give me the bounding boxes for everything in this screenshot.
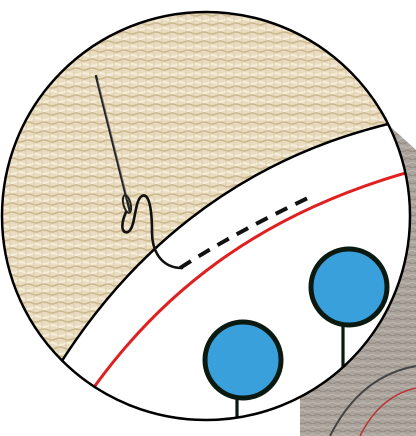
presser-foot xyxy=(108,414,176,436)
